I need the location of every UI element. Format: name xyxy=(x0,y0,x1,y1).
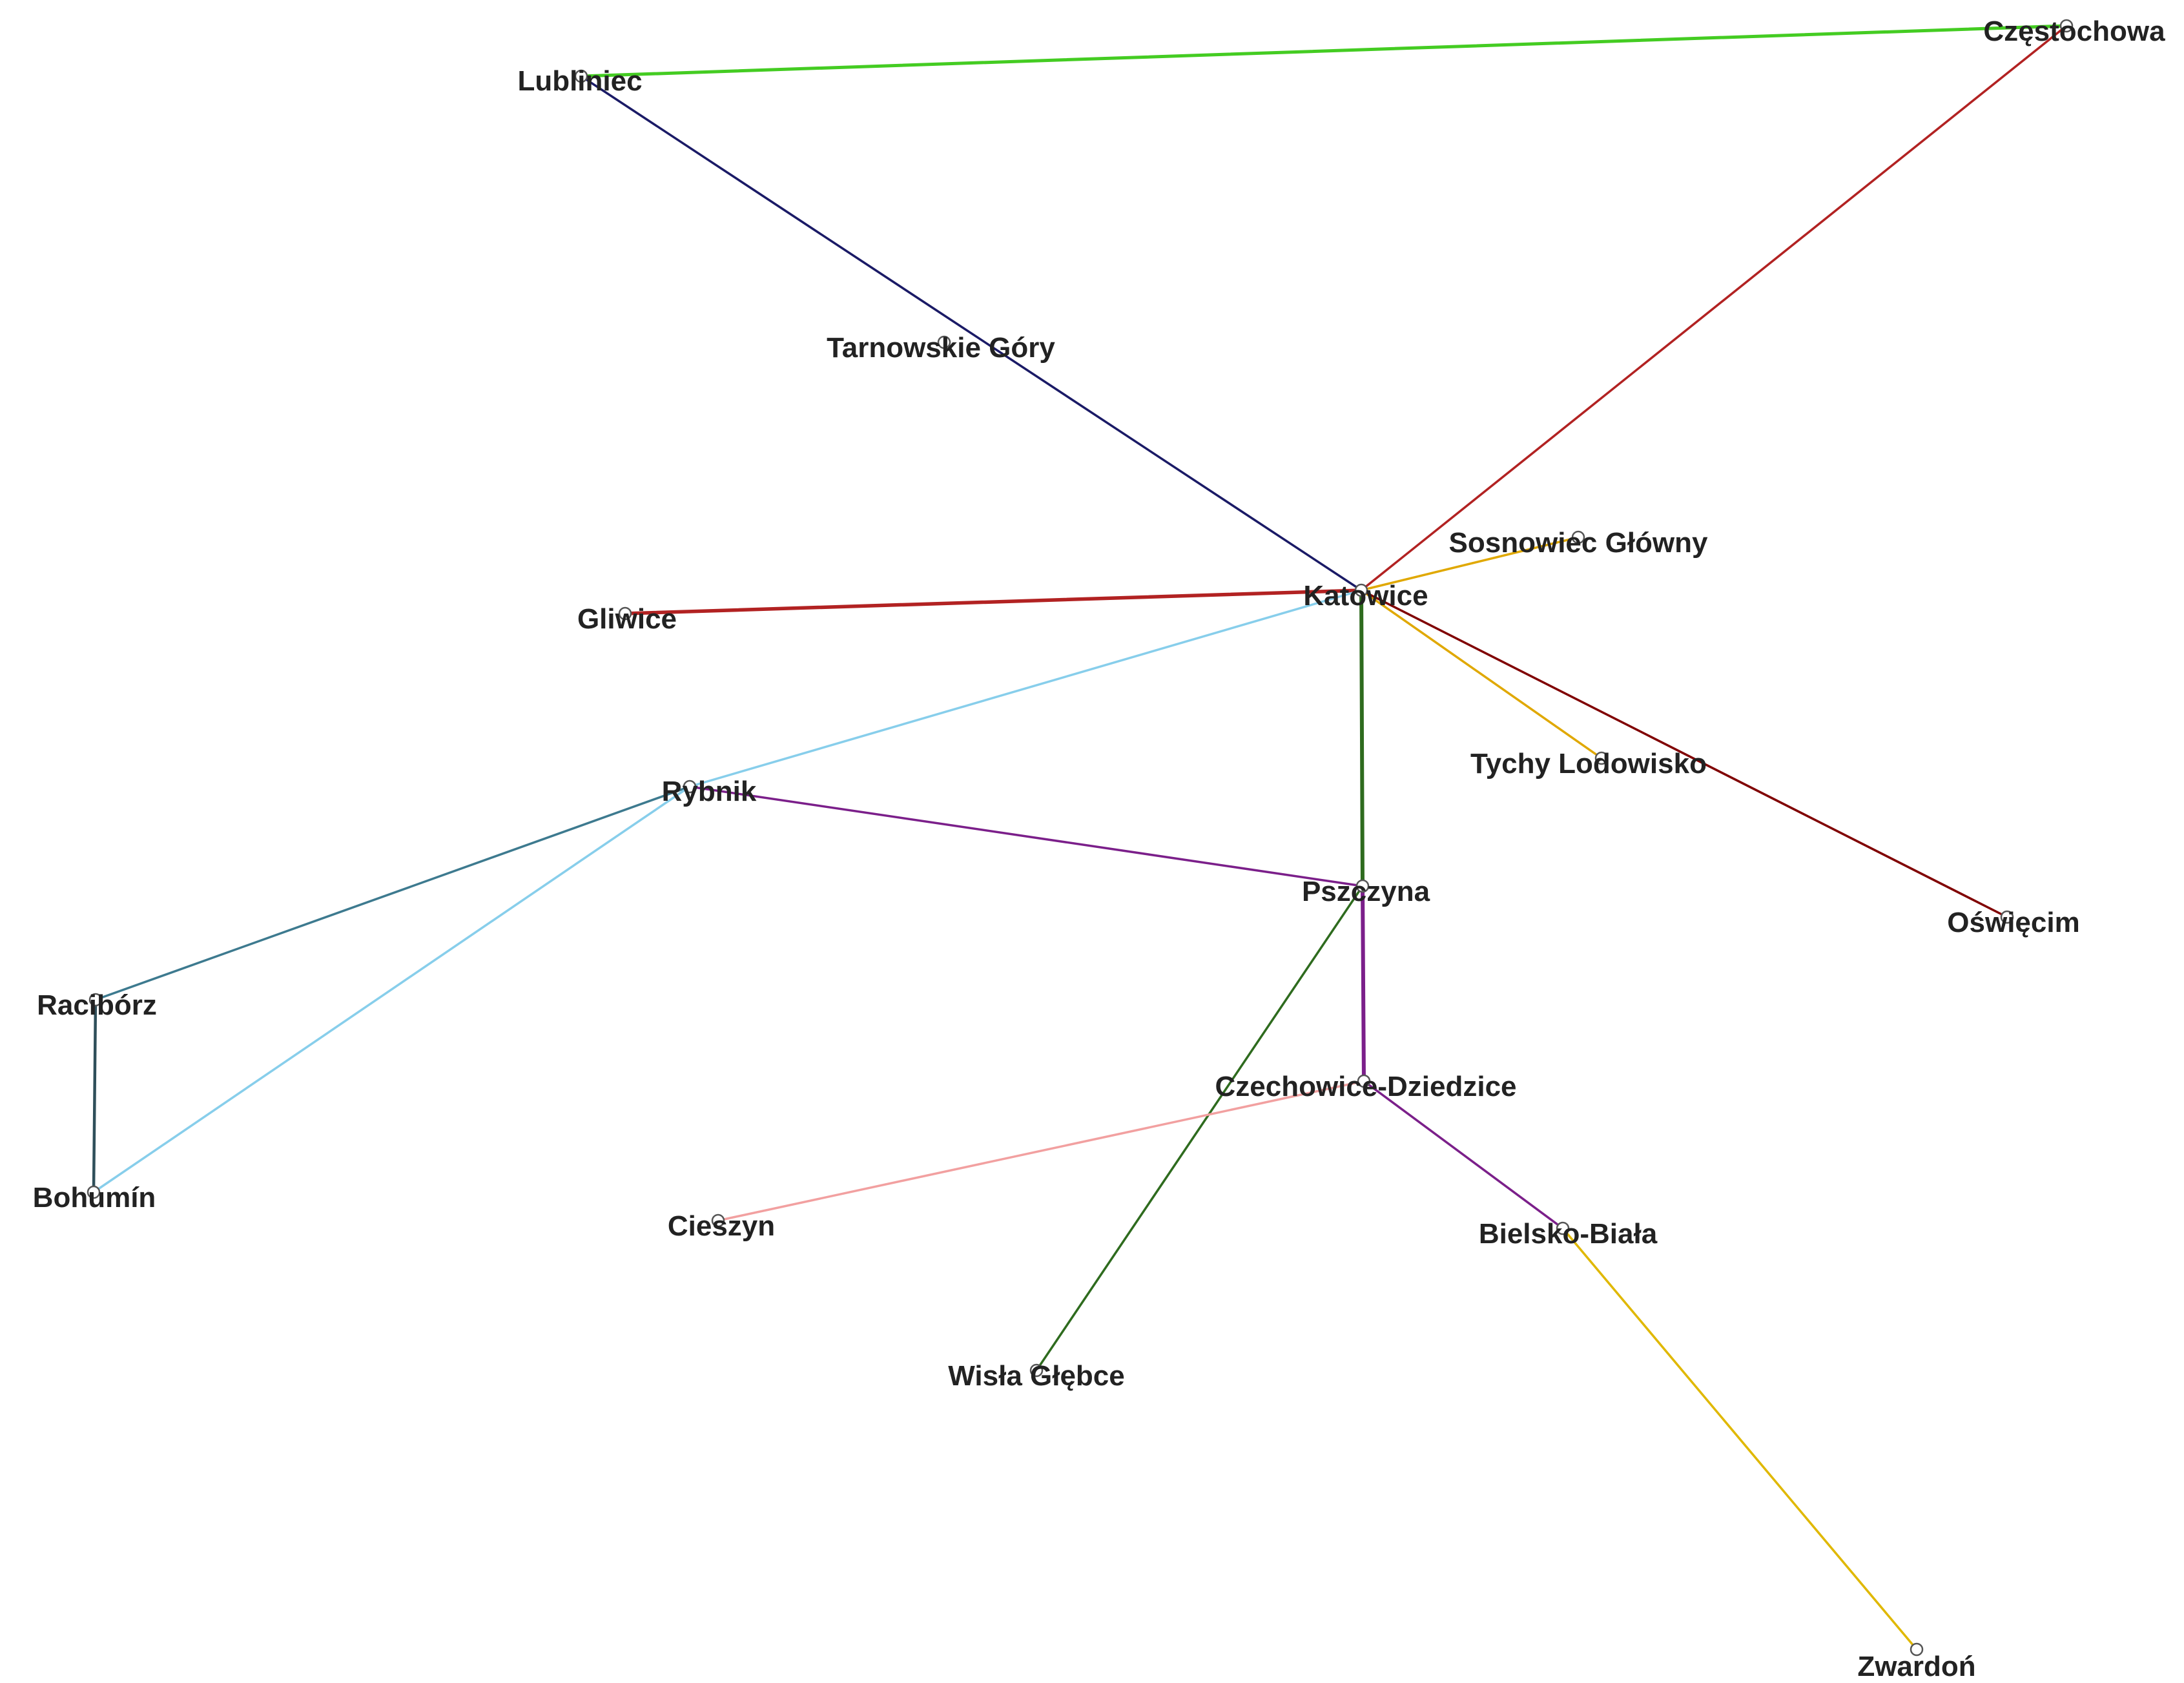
station-node-oswiecim xyxy=(2000,910,2014,924)
connection-gliwice-katowice xyxy=(623,588,1363,615)
connection-katowice-sosnowiec xyxy=(1360,536,1580,592)
station-node-tarnowskie-gory xyxy=(937,335,951,349)
station-node-pszczyna xyxy=(1355,879,1370,893)
station-label-tychy: Tychy Lodowisko xyxy=(1470,748,1707,780)
station-node-bielsko xyxy=(1556,1221,1570,1235)
station-node-raciborz xyxy=(88,993,103,1007)
station-label-lubliniec: Lubliniec xyxy=(517,65,642,97)
station-label-sosnowiec: Sosnowiec Główny xyxy=(1449,527,1708,559)
station-label-wisla: Wisła Głębce xyxy=(948,1360,1125,1392)
station-node-czestochowa xyxy=(2059,19,2074,33)
connection-lubliniec-katowice xyxy=(580,75,1363,592)
station-label-bohumin: Bohumín xyxy=(33,1182,156,1213)
connection-bielsko-zwardon xyxy=(1561,1227,1918,1651)
station-label-gliwice: Gliwice xyxy=(577,603,677,635)
station-node-rybnik xyxy=(683,780,697,794)
station-label-raciborz: Racibórz xyxy=(37,989,157,1021)
station-label-oswiecim: Oświęcim xyxy=(1947,907,2079,938)
connection-czechowice-bielsko xyxy=(1363,1080,1564,1230)
connection-katowice-oswiecim xyxy=(1360,589,2008,918)
station-label-pszczyna: Pszczyna xyxy=(1302,876,1430,907)
station-node-bohumin xyxy=(87,1185,101,1199)
connection-rybnik-raciborz xyxy=(94,785,691,1001)
stations-layer xyxy=(87,19,2074,1657)
connection-katowice-pszczyna xyxy=(1359,588,1365,888)
connection-czechowice-cieszyn xyxy=(717,1080,1365,1222)
station-node-cieszyn xyxy=(711,1213,725,1228)
station-label-rybnik: Rybnik xyxy=(662,776,757,807)
connection-pszczyna-czechowice xyxy=(1361,884,1366,1083)
connection-rybnik-bohumin xyxy=(92,785,691,1193)
station-label-czechowice: Czechowice-Dziedzice xyxy=(1215,1071,1516,1102)
station-label-zwardon: Zwardoń xyxy=(1857,1651,1975,1682)
station-label-czestochowa: Częstochowa xyxy=(1983,15,2165,47)
station-node-katowice xyxy=(1354,583,1368,597)
connection-pszczyna-wisla xyxy=(1035,885,1364,1372)
station-label-cieszyn: Cieszyn xyxy=(668,1210,775,1242)
station-node-wisla xyxy=(1029,1363,1044,1378)
station-node-gliwice xyxy=(618,606,632,621)
connection-katowice-tychy xyxy=(1360,589,1603,759)
connection-katowice-czestochowa xyxy=(1360,25,2068,592)
station-node-tychy xyxy=(1594,751,1609,765)
connection-lubliniec-czestochowa xyxy=(579,24,2068,78)
connections-layer xyxy=(92,24,2068,1651)
station-node-lubliniec xyxy=(574,69,588,83)
connection-raciborz-bohumin xyxy=(92,998,98,1194)
station-node-sosnowiec xyxy=(1571,530,1585,544)
connection-rybnik-pszczyna xyxy=(688,785,1364,887)
station-label-bielsko: Bielsko-Biała xyxy=(1479,1218,1658,1250)
connection-katowice-rybnik xyxy=(688,589,1363,788)
station-node-zwardon xyxy=(1910,1642,1924,1657)
station-label-katowice: Katowice xyxy=(1303,580,1428,612)
station-node-czechowice xyxy=(1357,1074,1371,1088)
station-label-tarnowskie-gory: Tarnowskie Góry xyxy=(827,332,1055,364)
